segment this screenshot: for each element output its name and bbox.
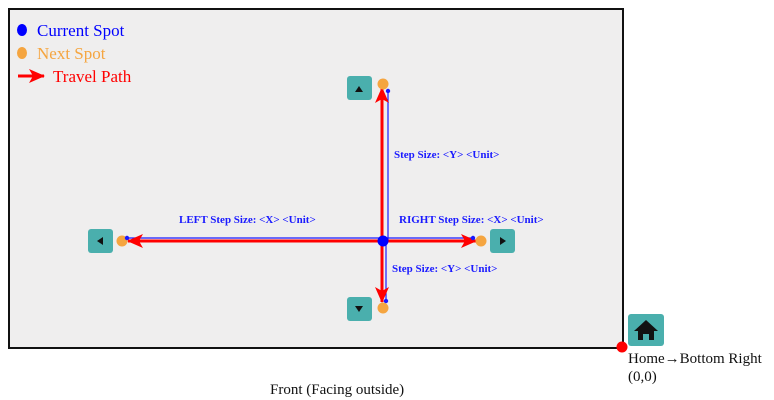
home-label: Home→Bottom Right [628,351,763,367]
step-point-up [385,88,391,94]
next-spot-down [377,302,389,314]
triangle-up-icon [355,86,363,92]
home-button[interactable] [628,314,664,346]
triangle-down-icon [355,306,363,312]
move-down-button[interactable] [347,297,372,321]
current-spot-legend-icon [17,24,27,36]
legend-travel-path: Travel Path [53,67,132,86]
legend-current-spot: Current Spot [37,21,125,40]
home-origin-dot [616,341,628,353]
move-right-button[interactable] [490,229,515,253]
legend: Current Spot Next Spot Travel Path [17,21,132,86]
move-left-button[interactable] [88,229,113,253]
next-spot-right [475,235,487,247]
current-spot [377,235,389,247]
triangle-right-icon [500,237,506,245]
next-spot-up [377,78,389,90]
step-point-down [383,298,389,304]
front-label: Front (Facing outside) [270,382,404,398]
next-spot-legend-icon [17,47,27,59]
label-up-step: Step Size: <Y> <Unit> [394,149,499,161]
label-down-step: Step Size: <Y> <Unit> [392,263,497,275]
label-left-step: LEFT Step Size: <X> <Unit> [179,214,316,226]
home-coords: (0,0) [628,369,657,385]
next-spot-left [116,235,128,247]
work-area [8,8,624,349]
triangle-left-icon [97,237,103,245]
label-right-step: RIGHT Step Size: <X> <Unit> [399,214,544,226]
travel-paths [127,87,477,303]
move-up-button[interactable] [347,76,372,100]
step-point-left [124,235,130,241]
legend-next-spot: Next Spot [37,44,106,63]
home-icon [634,320,658,340]
step-point-right [470,235,476,241]
